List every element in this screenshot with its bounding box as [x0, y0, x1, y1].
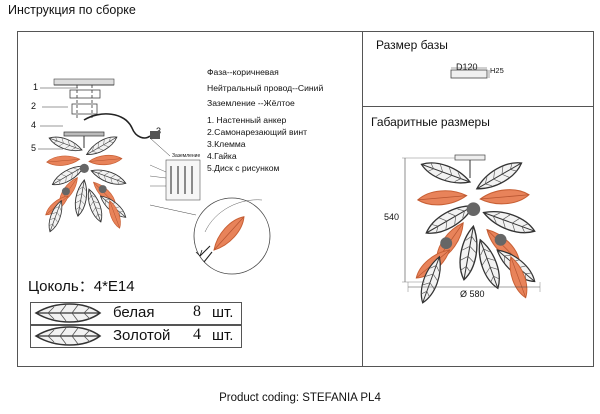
wiring-phase: Фаза--коричневая [207, 67, 279, 77]
overall-dimensions-title: Габаритные размеры [371, 115, 490, 129]
terminal-ground-label: Заземление [172, 153, 201, 159]
callout-2: 2 [31, 101, 37, 111]
callout-5: 5 [31, 143, 37, 153]
shade-row-gold: Золотой 4 шт. [30, 325, 242, 348]
shade-unit: шт. [212, 304, 234, 321]
part-4: 4.Гайка [207, 151, 237, 161]
shade-name: белая [113, 304, 155, 321]
socket-label: Цоколь：4*E14 [28, 278, 135, 295]
part-3: 3.Клемма [207, 139, 246, 149]
callout-4: 4 [31, 120, 37, 130]
base-diameter-label: D120 [456, 62, 478, 72]
overall-height-label: 540 [384, 212, 400, 222]
base-height-label: H25 [490, 66, 504, 75]
vertical-divider [362, 31, 363, 367]
horizontal-divider [362, 106, 594, 107]
part-1: 1. Настенный анкер [207, 115, 287, 125]
overall-diameter-label: Ø 580 [460, 289, 485, 299]
shade-unit: шт. [212, 327, 234, 344]
instruction-frame [17, 31, 594, 367]
shade-name: Золотой [113, 327, 171, 344]
wiring-neutral: Нейтральный провод--Синий [207, 83, 324, 93]
base-size-title: Размер базы [376, 38, 448, 52]
part-5: 5.Диск с рисунком [207, 163, 280, 173]
page-title: Инструкция по сборке [8, 3, 136, 17]
part-2: 2.Самонарезающий винт [207, 127, 308, 137]
shade-count: 4 [193, 326, 201, 343]
shade-count: 8 [193, 303, 201, 320]
wiring-ground: Заземление --Жёлтое [207, 98, 295, 108]
callout-1: 1 [33, 82, 39, 92]
shade-row-white: белая 8 шт. [30, 302, 242, 325]
product-coding: Product coding: STEFANIA PL4 [219, 392, 381, 404]
